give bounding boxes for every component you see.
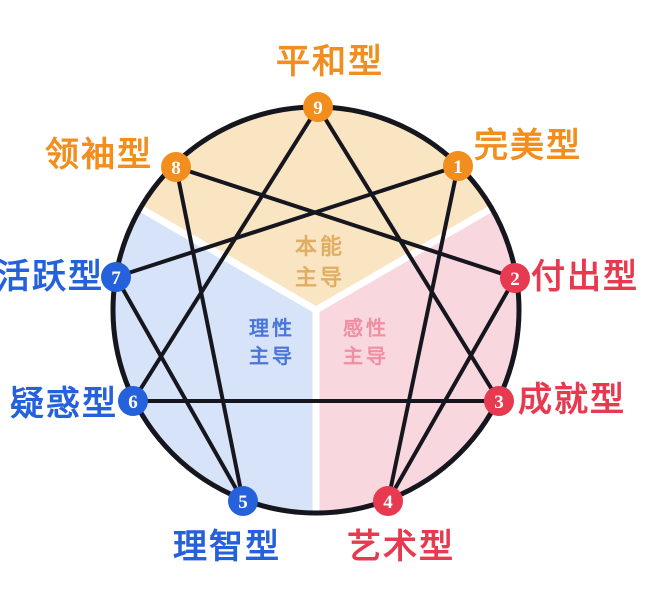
node-8: 8 xyxy=(161,152,191,182)
line-2-8 xyxy=(174,165,517,280)
node-6-number: 6 xyxy=(128,392,138,413)
label-center-emotion: 感性 主导 xyxy=(343,314,389,370)
connection-lines xyxy=(114,105,517,503)
node-8-number: 8 xyxy=(171,158,181,179)
label-center-emotion-line2: 主导 xyxy=(343,344,389,368)
node-2: 2 xyxy=(500,263,530,293)
node-5-circle xyxy=(228,486,258,516)
label-center-thinking-line1: 理性 xyxy=(249,316,295,340)
node-1: 1 xyxy=(443,151,473,181)
node-5-number: 5 xyxy=(238,492,248,513)
node-4-circle xyxy=(373,486,403,516)
label-type-8: 领袖型 xyxy=(45,135,153,175)
node-8-circle xyxy=(161,152,191,182)
label-center-emotion-line1: 感性 xyxy=(343,316,389,340)
sector-dividers xyxy=(136,204,496,517)
node-3-circle xyxy=(484,386,514,416)
node-9-circle xyxy=(303,92,333,122)
line-5-7 xyxy=(114,275,245,503)
node-7-number: 7 xyxy=(111,268,121,289)
label-type-9: 平和型 xyxy=(276,42,384,82)
node-4: 4 xyxy=(373,486,403,516)
label-center-instinct-line2: 主导 xyxy=(294,266,346,291)
node-9: 9 xyxy=(303,92,333,122)
label-type-2: 付出型 xyxy=(531,257,639,297)
label-center-thinking: 理性 主导 xyxy=(249,314,295,370)
line-9-3 xyxy=(316,105,501,403)
line-1-4 xyxy=(386,164,460,503)
line-8-5 xyxy=(174,165,245,503)
label-type-1: 完美型 xyxy=(474,126,582,166)
label-type-5: 理智型 xyxy=(173,527,281,567)
node-9-number: 9 xyxy=(313,98,323,119)
node-1-circle xyxy=(443,151,473,181)
node-1-number: 1 xyxy=(453,157,463,178)
node-4-number: 4 xyxy=(383,492,393,513)
label-type-7: 活跃型 xyxy=(0,257,104,297)
label-center-thinking-line2: 主导 xyxy=(249,344,295,368)
label-type-3: 成就型 xyxy=(518,380,626,420)
sector-instinct-fill xyxy=(140,106,492,311)
label-type-4: 艺术型 xyxy=(347,527,455,567)
line-7-1 xyxy=(114,164,460,279)
node-2-number: 2 xyxy=(510,269,520,290)
line-4-2 xyxy=(386,276,517,503)
node-6: 6 xyxy=(118,386,148,416)
node-7: 7 xyxy=(101,262,131,292)
divider-upper-left xyxy=(136,204,320,314)
node-2-circle xyxy=(500,263,530,293)
node-3: 3 xyxy=(484,386,514,416)
divider-upper-right xyxy=(312,204,496,314)
label-center-instinct: 本能 主导 xyxy=(295,233,345,295)
node-6-circle xyxy=(118,386,148,416)
label-center-instinct-line1: 本能 xyxy=(294,235,346,261)
node-3-number: 3 xyxy=(494,392,504,413)
label-type-6: 疑惑型 xyxy=(10,384,118,424)
node-7-circle xyxy=(101,262,131,292)
node-5: 5 xyxy=(228,486,258,516)
line-6-9 xyxy=(131,105,320,403)
